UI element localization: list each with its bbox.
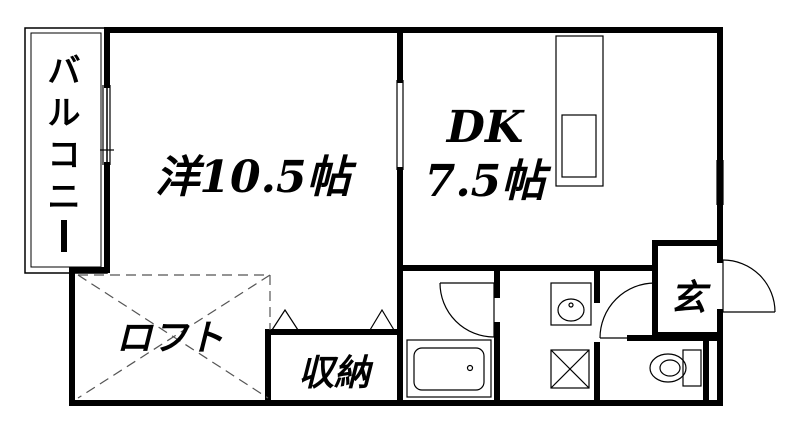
loft-area <box>77 274 271 399</box>
balcony: バ ル コ ニ <box>24 27 108 274</box>
storage-shelf-marks <box>271 308 395 331</box>
toilet <box>649 349 702 387</box>
storage-label: 収納 <box>298 352 374 394</box>
washroom-door <box>599 282 656 339</box>
bathtub <box>406 339 492 398</box>
washing-machine-space <box>550 349 590 389</box>
western-room-label: 洋10.5帖 <box>155 152 357 203</box>
balcony-char-2: ル <box>48 93 81 132</box>
loft-label: ロフト <box>116 317 224 359</box>
entrance-door <box>722 259 776 313</box>
balcony-char-5-long-vowel <box>61 220 67 252</box>
washbasin <box>550 282 592 326</box>
dk-label-line1: DK <box>445 102 525 153</box>
balcony-char-1: バ <box>48 51 81 90</box>
balcony-char-4: ニ <box>48 177 81 216</box>
walls <box>69 27 723 406</box>
windows <box>100 80 724 205</box>
balcony-char-3: コ <box>48 135 81 174</box>
kitchen-counter <box>555 35 604 187</box>
bath-door <box>439 282 495 338</box>
dk-label-line2: 7.5帖 <box>425 156 553 207</box>
entrance-label: 玄 <box>670 277 711 319</box>
